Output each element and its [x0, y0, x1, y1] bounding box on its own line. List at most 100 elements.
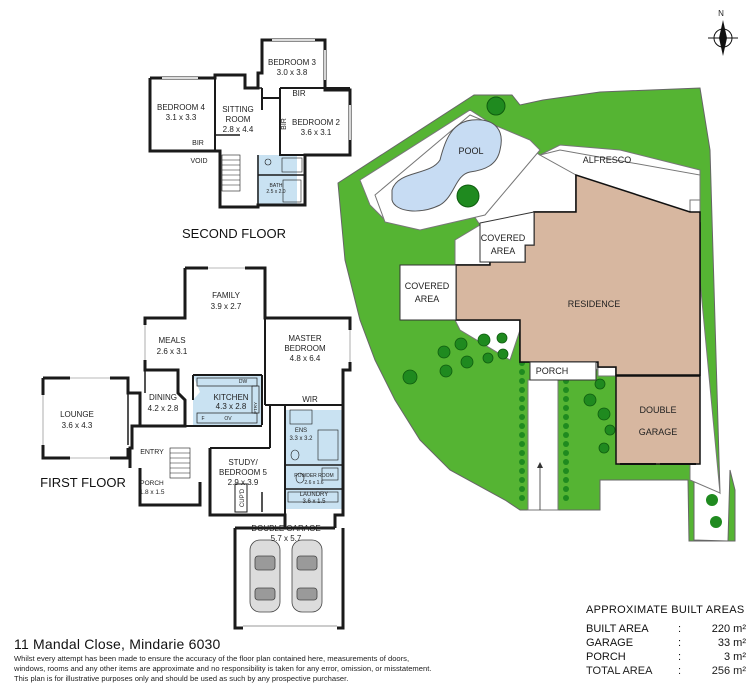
covered-area-1-label: COVERED [481, 233, 526, 243]
disclaimer-line-2: windows, rooms and any other items are a… [14, 664, 432, 673]
area-value: 256 m² [711, 665, 746, 677]
area-label: TOTAL AREA [586, 665, 653, 677]
sitting-room-name-2: ROOM [226, 115, 251, 124]
bedroom-4-name: BEDROOM 4 [157, 103, 206, 112]
dining-name: DINING [149, 393, 177, 402]
corner-tree [486, 96, 506, 116]
area-row: BUILT AREA : 220 m² [586, 622, 746, 636]
disclaimer-line-3: This plan is for illustrative purposes o… [14, 674, 349, 683]
bath-size: 2.5 x 2.0 [266, 189, 285, 195]
disclaimer-line-1: Whilst every attempt has been made to en… [14, 654, 410, 663]
porch-size: 1.8 x 1.5 [140, 489, 165, 496]
site-garage [615, 375, 701, 465]
car-right-icon [291, 539, 323, 613]
bath-name: BATH [270, 183, 283, 189]
garden-shrubs [402, 332, 616, 454]
front-path [527, 379, 559, 511]
study-size: 2.9 x 3.9 [228, 478, 259, 487]
area-row: PORCH : 3 m² [586, 650, 746, 664]
alfresco-label: ALFRESCO [583, 155, 632, 165]
oven-label: OV [224, 416, 232, 422]
second-floor-plan [148, 38, 352, 209]
bir-side-label: BIR [281, 118, 288, 130]
area-row: GARAGE : 33 m² [586, 636, 746, 650]
lounge-size: 3.6 x 4.3 [62, 421, 93, 430]
kitchen-size: 4.3 x 2.8 [216, 402, 247, 411]
porch-name: PORCH [140, 480, 164, 487]
study-name: STUDY/ [228, 458, 258, 467]
bir-top-label: BIR [292, 89, 306, 98]
covered-area-2b-label: AREA [415, 294, 440, 304]
garage-size: 5.7 x 5.7 [271, 534, 302, 543]
laundry-name: LAUNDRY [300, 492, 329, 498]
first-floor-title: FIRST FLOOR [40, 475, 126, 490]
sitting-room-size: 2.8 x 4.4 [223, 125, 254, 134]
sitting-room-name: SITTING [222, 105, 254, 114]
bedroom-2-name: BEDROOM 2 [292, 118, 341, 127]
powder-room-size: 2.6 x 1.6 [304, 480, 323, 486]
area-colon: : [678, 651, 682, 663]
covered-area-1 [479, 211, 535, 263]
area-value: 220 m² [711, 623, 746, 635]
first-floor-plan [41, 266, 352, 630]
study-name-2: BEDROOM 5 [219, 468, 268, 477]
fridge-label: F [201, 416, 204, 422]
area-label: GARAGE [586, 637, 634, 649]
second-floor-title: SECOND FLOOR [182, 226, 286, 241]
built-areas-title: APPROXIMATE BUILT AREAS [586, 604, 745, 616]
wir-label: WIR [302, 395, 318, 404]
kitchen-name: KITCHEN [213, 393, 248, 402]
site-porch [529, 361, 597, 381]
area-value: 3 m² [724, 651, 746, 663]
dw-label: DW [239, 379, 248, 385]
powder-room-name: POWDER ROOM [294, 473, 333, 479]
area-value: 33 m² [717, 637, 746, 649]
area-label: BUILT AREA [586, 623, 649, 635]
area-colon: : [678, 623, 682, 635]
covered-area-1b-label: AREA [491, 246, 516, 256]
family-name: FAMILY [212, 291, 241, 300]
bedroom-2-size: 3.6 x 3.1 [301, 128, 332, 137]
laundry-size: 3.6 x 1.5 [302, 499, 326, 505]
void-label: VOID [190, 158, 207, 165]
cupd-label: CUP'D [240, 488, 246, 507]
property-address: 11 Mandal Close, Mindarie 6030 [14, 636, 221, 652]
first-floor-labels: FAMILY 3.9 x 2.7 MEALS 2.6 x 3.1 MASTER … [40, 291, 334, 543]
master-bedroom-size: 4.8 x 6.4 [290, 354, 321, 363]
area-row-total: TOTAL AREA : 256 m² [586, 664, 746, 678]
covered-area-2 [399, 264, 457, 321]
pantry-label: PTRY [253, 402, 258, 414]
covered-area-2-label: COVERED [405, 281, 450, 291]
master-bedroom-name: MASTER [288, 334, 322, 343]
site-garage-label-2: GARAGE [639, 427, 678, 437]
compass-north-label: N [718, 9, 724, 18]
built-areas-table: APPROXIMATE BUILT AREAS BUILT AREA : 220… [586, 604, 746, 678]
pool-tree [456, 184, 480, 208]
meals-name: MEALS [158, 336, 185, 345]
master-bedroom-name-2: BEDROOM [284, 344, 326, 353]
area-label: PORCH [586, 651, 626, 663]
disclaimer: Whilst every attempt has been made to en… [14, 654, 484, 684]
area-colon: : [678, 665, 682, 677]
site-porch-label: PORCH [536, 366, 569, 376]
ensuite-name: ENS [295, 428, 307, 434]
ensuite-size: 3.3 x 3.2 [289, 436, 313, 442]
bir-left-label: BIR [192, 140, 204, 147]
car-left-icon [249, 539, 281, 613]
family-size: 3.9 x 2.7 [211, 302, 242, 311]
pool-label: POOL [458, 146, 483, 156]
corner-shrubs [706, 494, 722, 528]
area-colon: : [678, 637, 682, 649]
site-garage-label-1: DOUBLE [639, 405, 676, 415]
second-floor-labels: BEDROOM 3 3.0 x 3.8 BEDROOM 4 3.1 x 3.3 … [157, 58, 341, 241]
dining-size: 4.2 x 2.8 [148, 404, 179, 413]
residence-label: RESIDENCE [568, 299, 621, 309]
garage-name: DOUBLE GARAGE [251, 524, 320, 533]
site-plan: ALFRESCO POOL RESIDENCE COVERED AREA COV… [337, 87, 736, 542]
bedroom-4-size: 3.1 x 3.3 [166, 113, 197, 122]
bedroom-3-size: 3.0 x 3.8 [277, 68, 308, 77]
pool [391, 119, 502, 212]
bedroom-3-name: BEDROOM 3 [268, 58, 317, 67]
lounge-name: LOUNGE [60, 410, 94, 419]
